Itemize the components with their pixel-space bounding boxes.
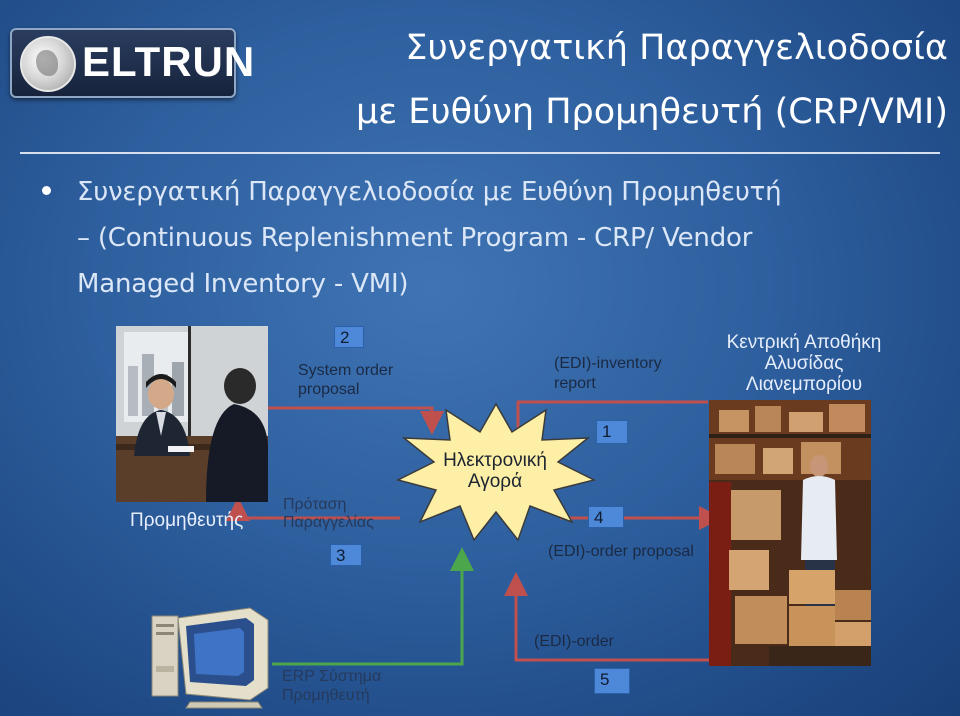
erp-computer-icon: [150, 606, 272, 710]
retailer-label-line-1: Κεντρική Αποθήκη: [716, 332, 892, 353]
step-4-badge: 4: [588, 506, 624, 528]
step-1-label-line-2: report: [554, 374, 596, 393]
step-1-badge: 1: [596, 420, 628, 444]
step-3-label-line-2: Παραγγελίας: [283, 513, 374, 532]
step-3-label-line-1: Πρόταση: [283, 495, 346, 514]
step-1-label-line-1: (EDI)-inventory: [554, 354, 662, 373]
arrow-erp-to-market: [272, 550, 462, 664]
retailer-label-line-3: Λιανεμπορίου: [716, 374, 892, 395]
step-2-label-line-2: proposal: [298, 380, 359, 399]
step-2-label-line-1: System order: [298, 361, 393, 380]
market-label-line-1: Ηλεκτρονική: [420, 450, 570, 472]
warehouse-photo: [709, 400, 871, 666]
retailer-label-line-2: Αλυσίδας: [716, 353, 892, 374]
step-2-badge: 2: [334, 326, 364, 348]
supplier-label: Προμηθευτής: [130, 510, 243, 531]
supplier-photo: [116, 326, 268, 502]
step-4-label: (EDI)-order proposal: [548, 542, 694, 561]
market-label-line-2: Αγορά: [420, 471, 570, 493]
step-3-badge: 3: [330, 544, 362, 566]
step-5-badge: 5: [594, 668, 630, 694]
erp-label-line-2: Προμηθευτή: [282, 686, 370, 705]
step-5-label: (EDI)-order: [534, 632, 614, 651]
erp-label-line-1: ERP Σύστημα: [282, 667, 381, 686]
